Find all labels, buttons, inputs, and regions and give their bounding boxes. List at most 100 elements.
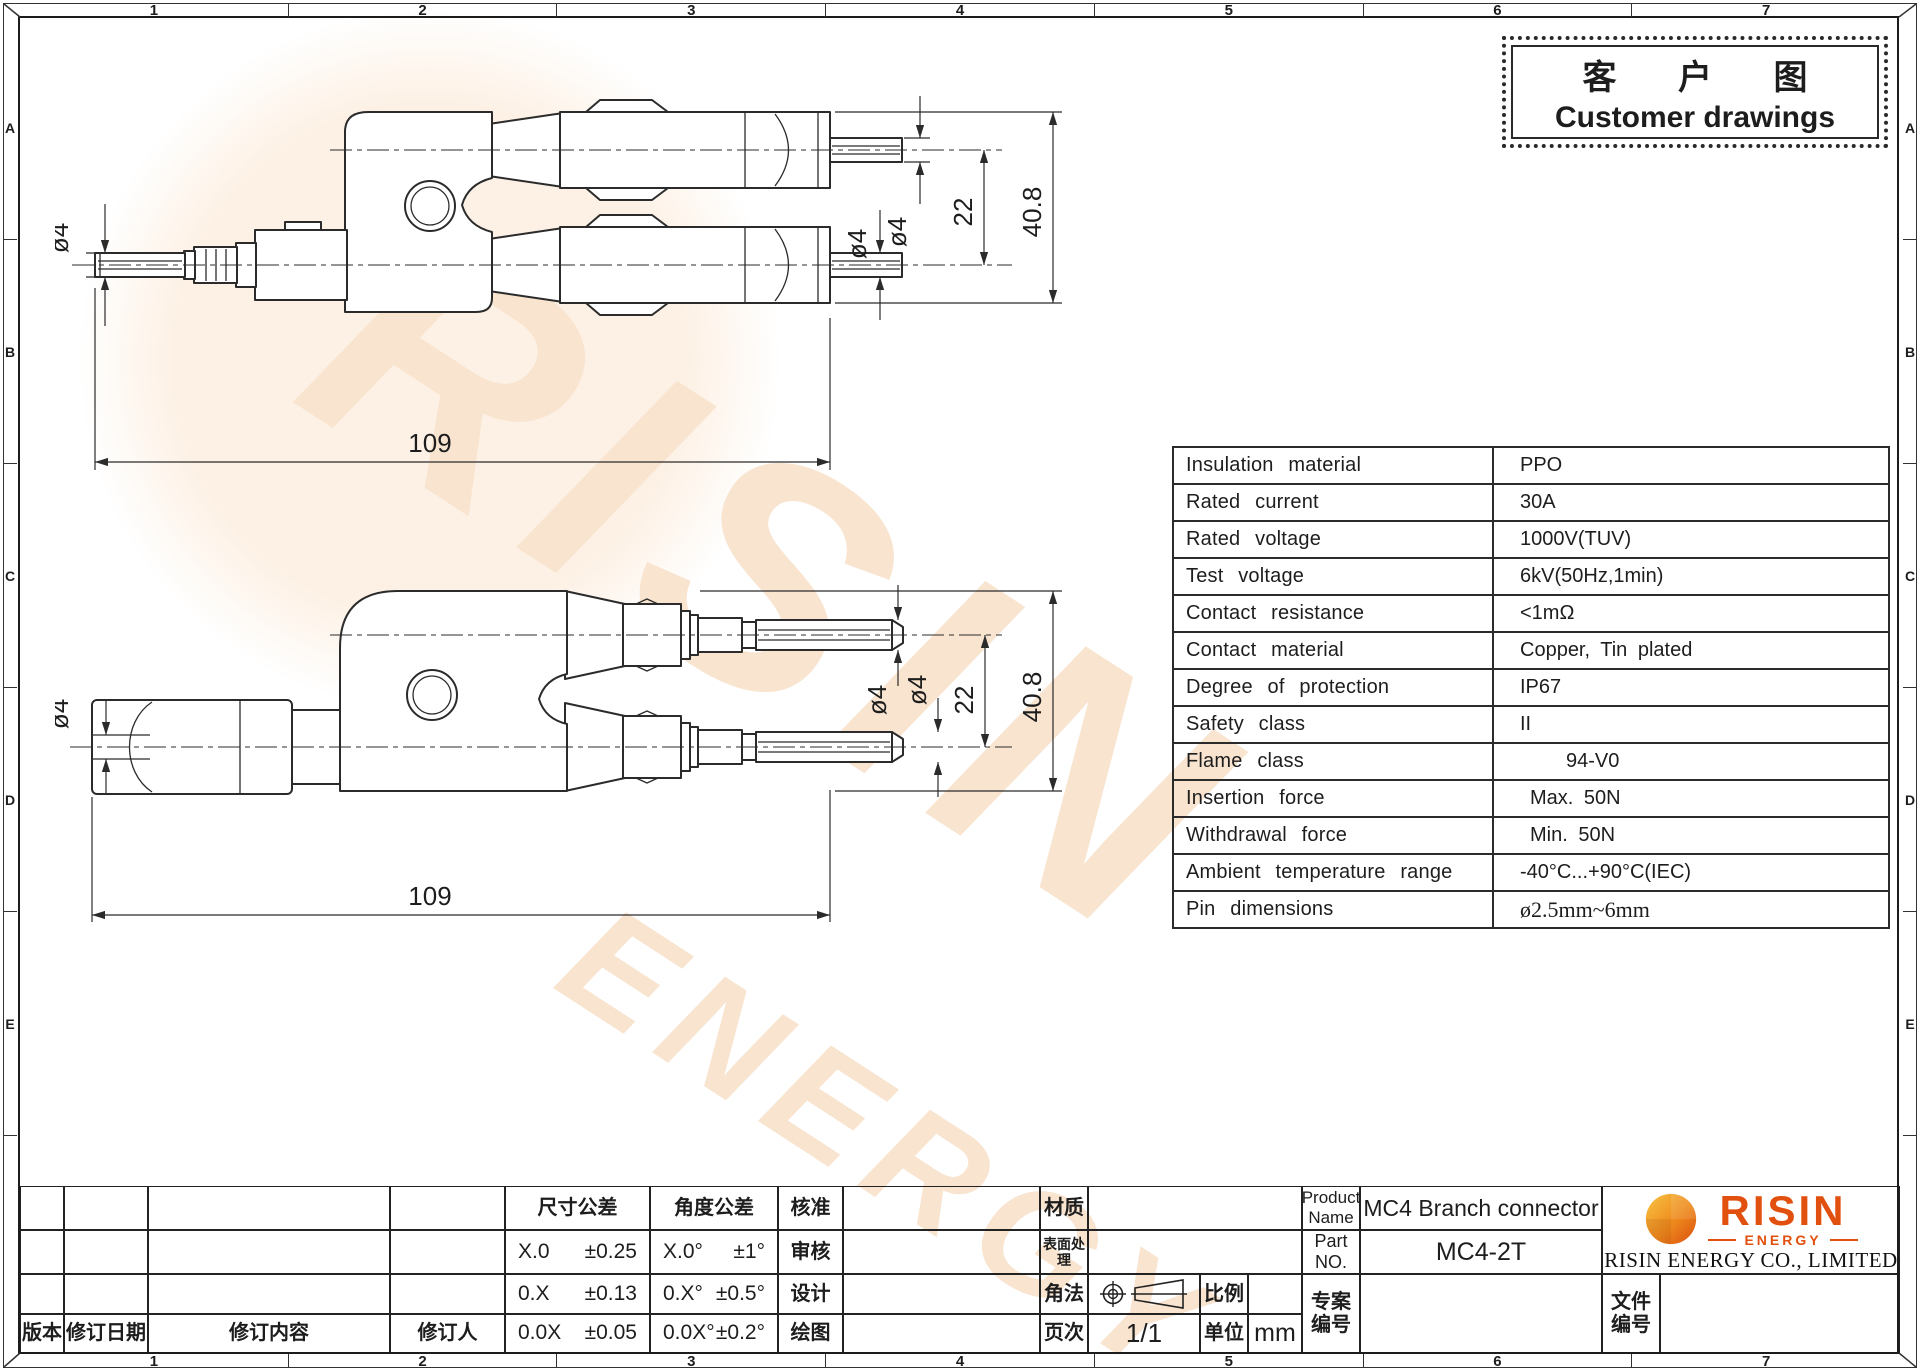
spec-value: 94-V0 (1492, 742, 1890, 781)
title-block: 版本 修订日期 修订内容 修订人 尺寸公差 X.0±0.25 0.X±0.13 … (20, 1186, 1900, 1353)
dim-bottom-length: 109 (408, 881, 451, 911)
spec-row: Withdrawal force Min. 50N (1172, 816, 1890, 855)
draft-label: 绘图 (778, 1314, 843, 1353)
spec-row: Test voltage 6kV(50Hz,1min) (1172, 557, 1890, 596)
zone-row-label: B (3, 240, 17, 464)
zone-column-label: 3 (557, 2, 827, 19)
zone-column-label: 5 (1095, 2, 1364, 19)
scale-label: 比例 (1200, 1274, 1248, 1314)
zone-row-label: C (3, 464, 17, 688)
product-name-label: Product Name (1302, 1186, 1360, 1230)
zone-column-label: 3 (557, 1353, 827, 1370)
spec-row: Rated current 30A (1172, 483, 1890, 522)
spec-row: Flame class 94-V0 (1172, 742, 1890, 781)
spec-value: IP67 (1492, 668, 1890, 707)
page-label: 页次 (1040, 1314, 1088, 1353)
scale-value (1248, 1274, 1302, 1314)
spec-value: -40°C...+90°C(IEC) (1492, 853, 1890, 892)
spec-row: Contact material Copper, Tin plated (1172, 631, 1890, 670)
ang-tolerance-header: 角度公差 (650, 1186, 778, 1230)
review-value (843, 1230, 1040, 1274)
zone-column-label: 2 (289, 2, 558, 19)
spec-label: Flame class (1172, 742, 1494, 781)
spec-value: Min. 50N (1492, 816, 1890, 855)
revision-by-label: 修订人 (390, 1314, 505, 1353)
revision-date-label: 修订日期 (64, 1314, 148, 1353)
dim-tolerance-row: 0.X±0.13 (505, 1274, 650, 1314)
drawing-top-view: ø4 109 ø4 ø4 22 40.8 (55, 96, 1062, 470)
dim-top-overall: 40.8 (1017, 187, 1047, 238)
part-no-label: Part NO. (1302, 1230, 1360, 1274)
zone-row-label: A (1903, 16, 1917, 240)
zone-column-label: 5 (1095, 1353, 1364, 1370)
zone-column-label: 6 (1364, 2, 1633, 19)
projection-symbol-cell (1088, 1274, 1200, 1314)
dim-bottom-tube1-dia: ø4 (862, 685, 892, 715)
dim-tolerance-header: 尺寸公差 (505, 1186, 650, 1230)
spec-label: Pin dimensions (1172, 890, 1494, 929)
zone-column-label: 1 (20, 2, 289, 19)
spec-label: Withdrawal force (1172, 816, 1494, 855)
spec-table: Insulation material PPO Rated current 30… (1172, 446, 1890, 929)
zone-column-label: 1 (20, 1353, 289, 1370)
page-value: 1/1 (1088, 1314, 1200, 1353)
spec-value: ø2.5mm~6mm (1492, 890, 1890, 929)
dim-tolerance-row: 0.0X±0.05 (505, 1314, 650, 1353)
zone-column-label: 4 (826, 2, 1095, 19)
company-name: RISIN ENERGY CO., LIMITED (1604, 1247, 1898, 1272)
spec-value: PPO (1492, 446, 1890, 485)
spec-row: Rated voltage 1000V(TUV) (1172, 520, 1890, 559)
spec-label: Contact resistance (1172, 594, 1494, 633)
zone-row-label: A (3, 16, 17, 240)
spec-row: Pin dimensions ø2.5mm~6mm (1172, 890, 1890, 929)
zone-row-label: E (1903, 912, 1917, 1136)
spec-label: Degree of protection (1172, 668, 1494, 707)
spec-row: Insertion force Max. 50N (1172, 779, 1890, 818)
draft-value (843, 1314, 1040, 1353)
material-label: 材质 (1040, 1186, 1088, 1230)
title-chinese: 客 户 图 (1582, 58, 1808, 97)
zone-column-label: 4 (826, 1353, 1095, 1370)
spec-label: Rated voltage (1172, 520, 1494, 559)
doc-no-label: 文件编号 (1602, 1274, 1660, 1353)
surface-value (1088, 1230, 1302, 1274)
dim-top-tube2-dia: ø4 (882, 217, 912, 247)
risin-sun-icon (1646, 1193, 1697, 1245)
zone-row-label: E (3, 912, 17, 1136)
zone-column-label: 2 (289, 1353, 558, 1370)
zone-row-label: D (3, 688, 17, 912)
zone-column-label: 7 (1762, 1, 1771, 19)
dim-top-tube1-dia: ø4 (842, 229, 872, 259)
dim-bottom-pitch: 22 (949, 686, 979, 715)
spec-value: 30A (1492, 483, 1890, 522)
title-box: 客 户 图 Customer drawings (1502, 36, 1888, 148)
risin-energy-sub: ENERGY (1708, 1232, 1857, 1248)
spec-row: Safety class II (1172, 705, 1890, 744)
doc-no-value (1660, 1274, 1900, 1353)
project-no-value (1360, 1274, 1602, 1353)
spec-label: Insertion force (1172, 779, 1494, 818)
approve-label: 核准 (778, 1186, 843, 1230)
material-value (1088, 1186, 1302, 1230)
dim-top-length: 109 (408, 428, 451, 458)
drawing-bottom-view: ø4 109 ø4 ø4 22 40.8 (55, 585, 1062, 922)
product-name-value: MC4 Branch connector (1360, 1186, 1602, 1230)
title-english: Customer drawings (1554, 100, 1836, 134)
ang-tolerance-row: 0.X°±0.5° (650, 1274, 778, 1314)
revision-version-label: 版本 (20, 1314, 64, 1353)
zone-row-label: D (1903, 688, 1917, 912)
approve-value (843, 1186, 1040, 1230)
spec-row: Ambient temperature range -40°C...+90°C(… (1172, 853, 1890, 892)
design-label: 设计 (778, 1274, 843, 1314)
spec-label: Rated current (1172, 483, 1494, 522)
risin-wordmark: RISIN (1719, 1186, 1847, 1234)
spec-label: Test voltage (1172, 557, 1494, 596)
projection-label: 角法 (1040, 1274, 1088, 1314)
surface-label: 表面处理 (1040, 1230, 1088, 1274)
dim-bottom-tube2-dia: ø4 (902, 675, 932, 705)
project-no-label: 专案编号 (1302, 1274, 1360, 1353)
